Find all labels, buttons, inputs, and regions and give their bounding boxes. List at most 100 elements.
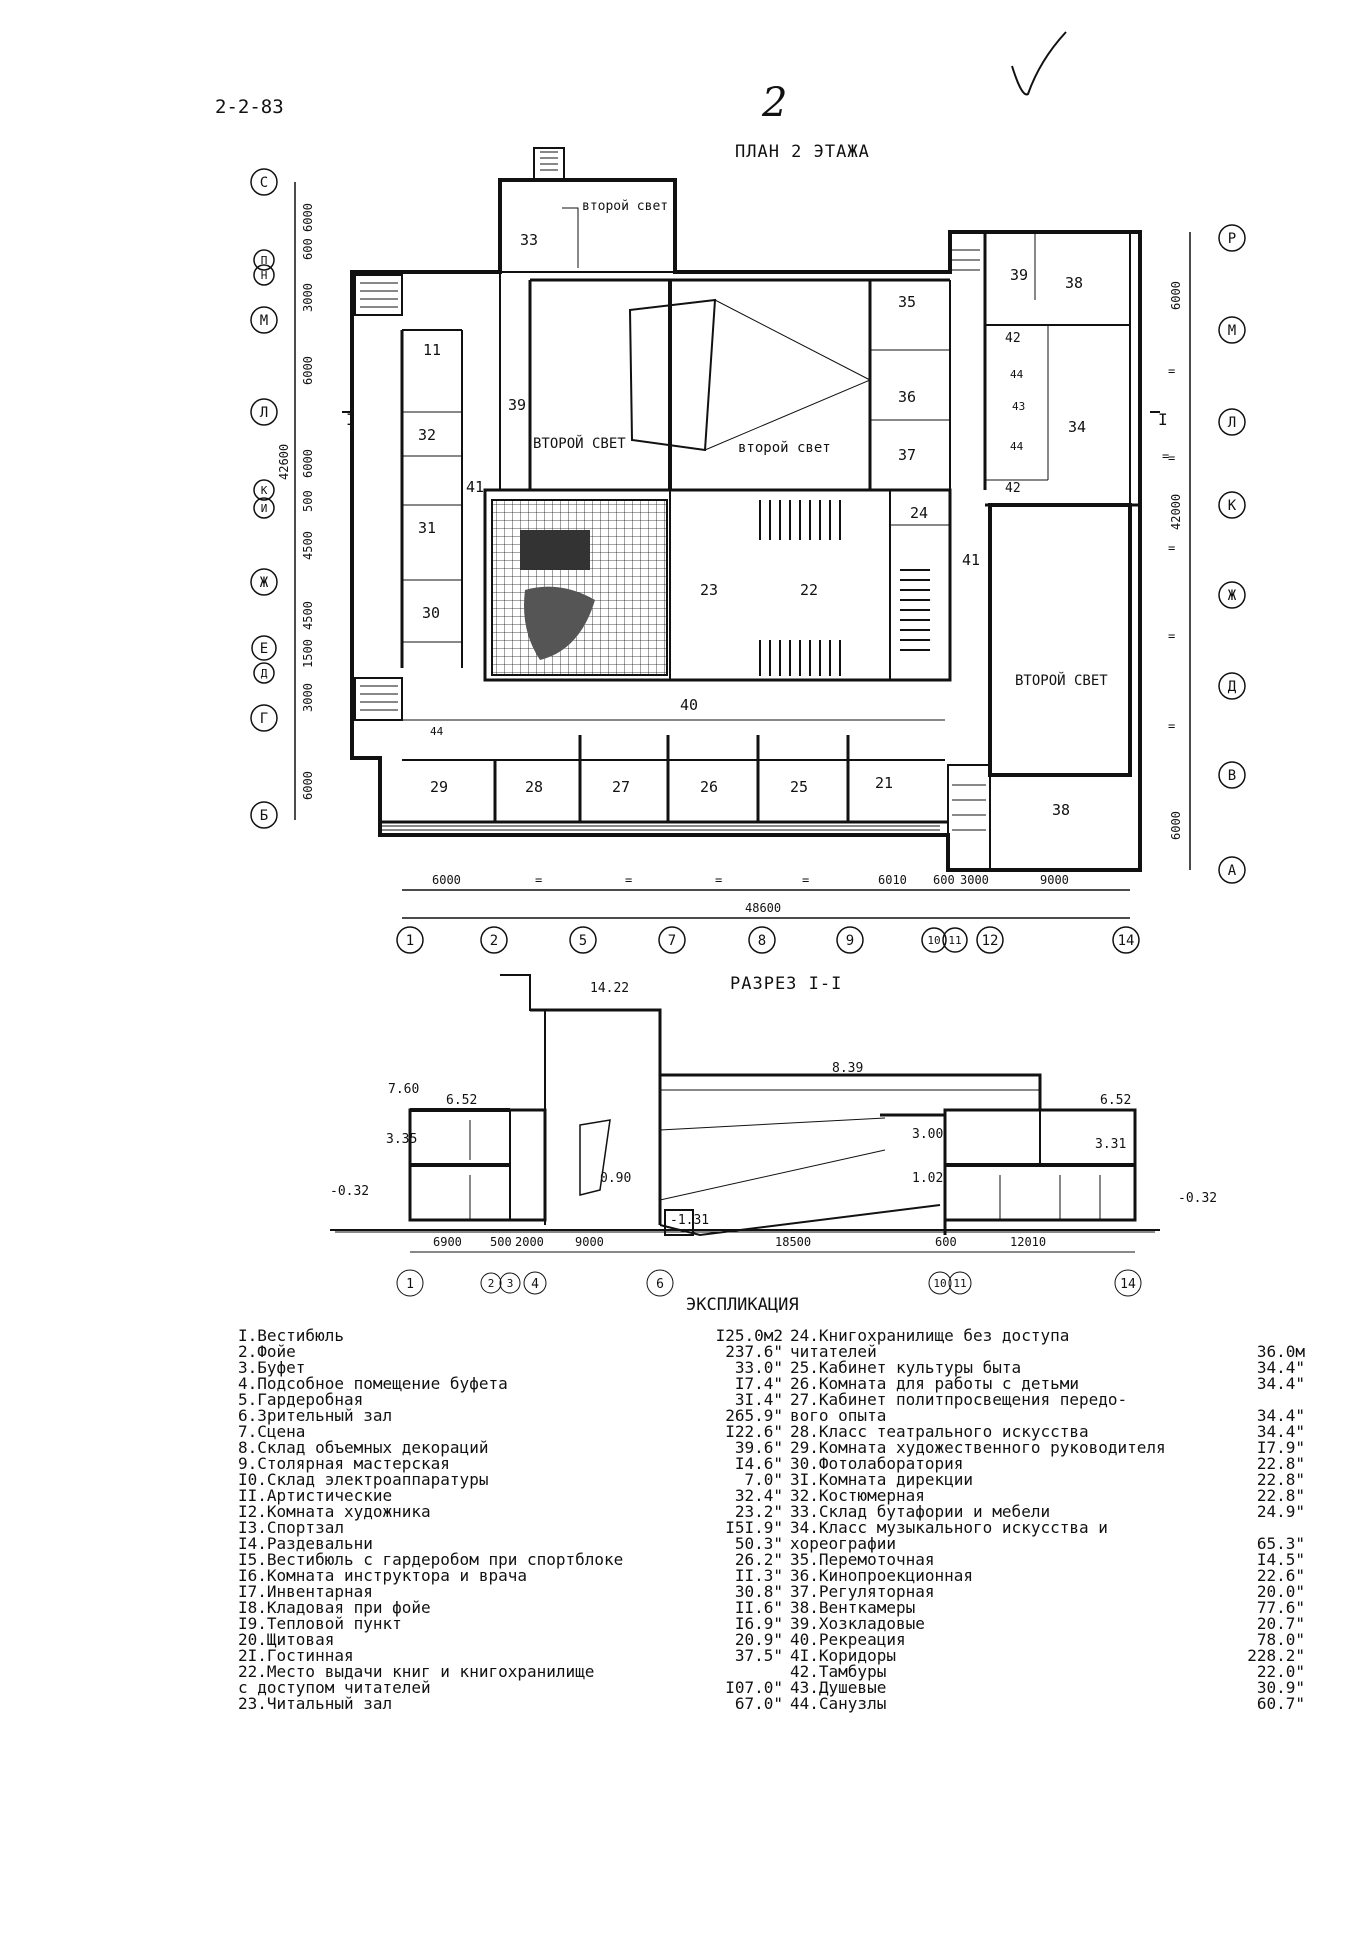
legend-value: II.3" [734, 1566, 783, 1585]
drawing-label: 2000 [515, 1235, 544, 1249]
drawing-label: 43 [1012, 400, 1025, 413]
drawing-label: 3.35 [386, 1132, 417, 1147]
legend-value: 30.8" [734, 1582, 783, 1601]
legend-value: I7.4" [734, 1374, 783, 1393]
drawing-label: 6000 [301, 356, 315, 385]
drawing-label: 34 [1068, 418, 1086, 436]
section-title: РАЗРЕЗ I-I [730, 974, 843, 994]
drawing-label: 36 [898, 388, 916, 406]
legend-value: 20.7" [1256, 1614, 1305, 1633]
drawing-label: Л [1228, 415, 1236, 431]
drawing-label: Е [260, 641, 268, 657]
drawing-label: 1.02 [912, 1171, 943, 1186]
legend-value: I5I.9" [725, 1518, 783, 1537]
drawing-label: 11 [948, 934, 961, 947]
drawing-label: 9000 [575, 1235, 604, 1249]
drawing-label: К [1228, 498, 1237, 514]
drawing-label: 29 [430, 778, 448, 796]
drawing-label: 6000 [1169, 281, 1183, 310]
drawing-label: 3.31 [1095, 1137, 1126, 1152]
legend-label: 9.Столярная мастерская [238, 1454, 450, 1473]
legend-value: 22.8" [1256, 1470, 1305, 1489]
page-number: 2 [762, 80, 788, 126]
legend-value: 32.4" [734, 1486, 783, 1505]
legend-row: II.Артистические 32.4" [238, 1488, 783, 1504]
legend-label: 32.Костюмерная [790, 1486, 925, 1505]
legend-label: 7.Сцена [238, 1422, 306, 1441]
legend-value: 7.0" [744, 1470, 783, 1489]
legend-label: хореографии [790, 1534, 896, 1553]
drawing-label: 3.00 [912, 1127, 943, 1142]
drawing-label: Ж [260, 575, 269, 591]
legend-label: 24.Книгохранилище без доступа [790, 1326, 1070, 1345]
legend-label: I2.Комната художника [238, 1502, 431, 1521]
drawing-label: М [1228, 323, 1236, 339]
drawing-label: 4500 [301, 531, 315, 560]
legend-value: 34.4" [1256, 1374, 1305, 1393]
drawing-label: П [261, 254, 268, 267]
drawing-label: 0.90 [600, 1171, 631, 1186]
drawing-label: 11 [423, 341, 441, 359]
legend-label: 5.Гардеробная [238, 1390, 364, 1409]
drawing-label: 9 [846, 933, 854, 949]
drawing-label: 6000 [301, 771, 315, 800]
legend-label: 3.Буфет [238, 1358, 306, 1377]
legend-label: I6.Комната инструктора и врача [238, 1566, 527, 1585]
legend-value: 65.3" [1256, 1534, 1305, 1553]
drawing-label: 600 [933, 873, 955, 887]
drawing-label: 48600 [745, 901, 781, 915]
drawing-label: 10 [933, 1277, 946, 1290]
drawing-label: 32 [418, 426, 436, 444]
drawing-label: 44 [1010, 440, 1024, 453]
legend-label: 42.Тамбуры [790, 1662, 887, 1681]
legend-label: 26.Комната для работы с детьми [790, 1374, 1079, 1393]
legend-label: 30.Фотолаборатория [790, 1454, 964, 1473]
drawing-label: 42000 [1169, 494, 1183, 530]
drawing-label: 3000 [301, 683, 315, 712]
legend-value: 50.3" [734, 1534, 783, 1553]
drawing-label: Л [260, 405, 268, 421]
drawing-label: 42600 [277, 444, 291, 480]
drawing-label: 26 [700, 778, 718, 796]
drawing-label: 21 [875, 774, 893, 792]
legend-value: 39.6" [734, 1438, 783, 1457]
drawing-label: 11 [953, 1277, 966, 1290]
gym-second-light [988, 503, 1132, 777]
legend-label: II.Артистические [238, 1486, 393, 1505]
legend-label: I8.Кладовая при фойе [238, 1598, 431, 1617]
drawing-label: = [1168, 451, 1175, 465]
legend-value: I4.5" [1256, 1550, 1305, 1569]
drawing-label: 500 [301, 490, 315, 512]
legend-value: I25.0м2 [715, 1326, 783, 1345]
legend-value: 36.0м [1256, 1342, 1305, 1361]
drawing-label: В [1228, 768, 1236, 784]
legend-value: 20.0" [1256, 1582, 1305, 1601]
drawing-label: Б [260, 808, 268, 824]
drawing-label: = [1168, 719, 1175, 733]
foyer-mosaic [491, 499, 668, 676]
drawing-label: 6000 [301, 449, 315, 478]
legend-value: 26.2" [734, 1550, 783, 1569]
drawing-label: 6000 [1169, 811, 1183, 840]
drawing-label: Н [261, 269, 268, 282]
drawing-label: 39 [508, 396, 526, 414]
legend-value: 265.9" [725, 1406, 783, 1425]
legend-label: вого опыта [790, 1406, 887, 1425]
drawing-label: А [1228, 863, 1237, 879]
